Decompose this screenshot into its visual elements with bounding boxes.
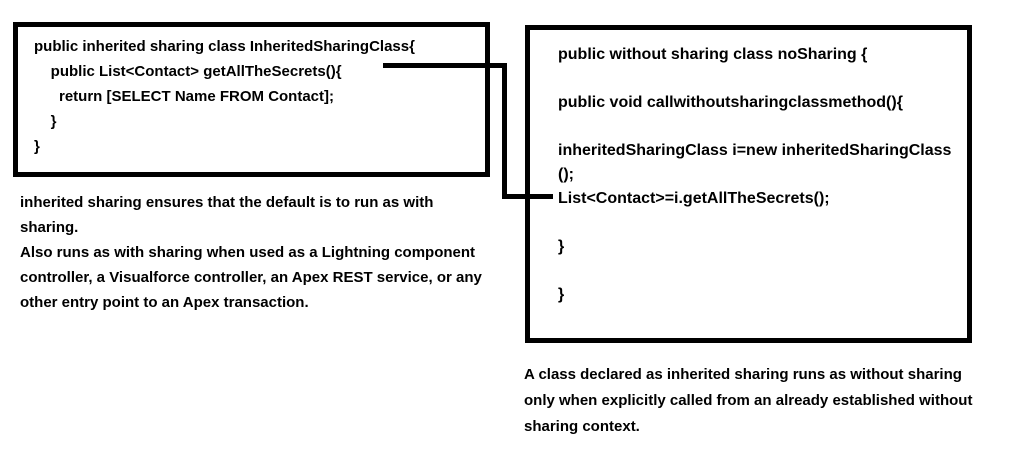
code-line: public inherited sharing class Inherited… — [34, 38, 415, 55]
note-text-line: inherited sharing ensures that the defau… — [20, 194, 434, 236]
note-text: A class declared as inherited sharing ru… — [524, 366, 973, 435]
without-sharing-note: A class declared as inherited sharing ru… — [524, 362, 986, 440]
code-line — [558, 259, 963, 283]
code-line — [558, 211, 963, 235]
code-line: inheritedSharingClass i=new inheritedSha… — [558, 142, 952, 159]
code-line: } — [34, 113, 57, 130]
code-line: (); — [558, 166, 574, 183]
note-text-line: Also runs as with sharing when used as a… — [20, 244, 482, 311]
without-sharing-code-box: public without sharing class noSharing {… — [525, 25, 972, 343]
code-line: public without sharing class noSharing { — [558, 46, 868, 63]
connector-line-vertical — [502, 63, 507, 199]
code-line: List<Contact>=i.getAllTheSecrets(); — [558, 190, 830, 207]
code-line: } — [34, 138, 40, 155]
code-line: public List<Contact> getAllTheSecrets(){ — [34, 63, 342, 80]
inherited-sharing-note: inherited sharing ensures that the defau… — [20, 190, 490, 315]
code-line: return [SELECT Name FROM Contact]; — [34, 88, 335, 105]
inherited-sharing-code-box: public inherited sharing class Inherited… — [13, 22, 490, 177]
code-line — [558, 115, 963, 139]
code-line: } — [558, 238, 565, 255]
connector-line-horizontal-top — [383, 63, 507, 68]
code-line — [558, 67, 963, 91]
code-line: } — [558, 286, 565, 303]
code-line: public void callwithoutsharingclassmetho… — [558, 94, 903, 111]
connector-line-horizontal-bottom — [502, 194, 553, 199]
